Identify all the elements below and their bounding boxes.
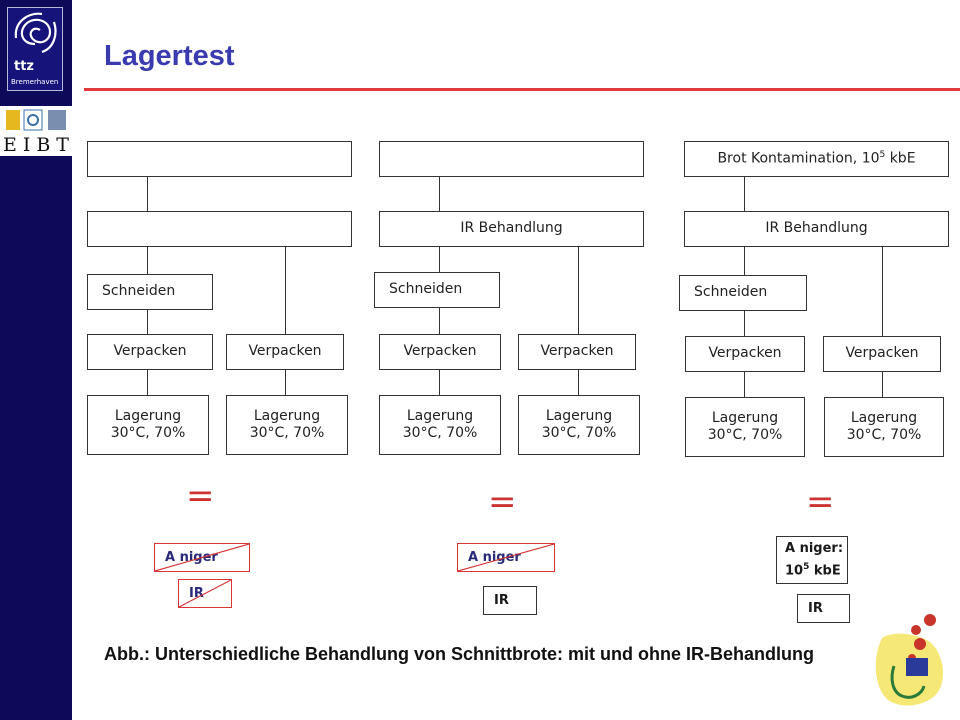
cross-out-icon xyxy=(458,544,554,571)
storage-box-right: Lagerung 30°C, 70% xyxy=(824,397,944,457)
storage-box-right: Lagerung 30°C, 70% xyxy=(226,395,348,455)
sidebar: ttz Bremerhaven E I B T xyxy=(0,0,72,720)
cut-box: Schneiden xyxy=(679,275,807,311)
cross-out-icon xyxy=(155,544,249,571)
connector-line xyxy=(147,370,148,396)
organism-label: A niger xyxy=(165,550,218,565)
pack-box-left: Verpacken xyxy=(685,336,805,372)
organism-dose-tag: A niger: 105 kbE xyxy=(776,536,848,584)
svg-text:Bremerhaven: Bremerhaven xyxy=(11,78,58,86)
pack-box-right: Verpacken xyxy=(823,336,941,372)
ir-label: IR xyxy=(808,601,823,616)
connector-line xyxy=(744,372,745,398)
connector-line xyxy=(147,177,148,212)
connector-line xyxy=(744,177,745,212)
dose-label: 105 kbE xyxy=(785,562,841,579)
pack-box-right: Verpacken xyxy=(518,334,636,370)
equals-sign: = xyxy=(186,476,215,516)
contamination-box: Brot Kontamination, 105 kbE xyxy=(684,141,949,177)
eibt-letter: I xyxy=(22,134,31,156)
organism-label: A niger: xyxy=(785,541,844,557)
storage-box-left: Lagerung 30°C, 70% xyxy=(87,395,209,455)
ir-label: IR xyxy=(494,593,509,608)
sample-box xyxy=(379,141,644,177)
treatment-box xyxy=(87,211,352,247)
eibt-letter: E xyxy=(2,134,17,156)
equals-sign: = xyxy=(488,482,517,522)
svg-text:ttz: ttz xyxy=(14,59,34,74)
connector-line xyxy=(882,372,883,398)
ttz-logo: ttz Bremerhaven xyxy=(7,7,63,91)
connector-line xyxy=(439,308,440,335)
connector-line xyxy=(744,311,745,337)
equals-sign: = xyxy=(806,482,835,522)
connector-line xyxy=(578,247,579,335)
connector-line xyxy=(744,247,745,275)
page-title: Lagertest xyxy=(104,40,235,72)
ir-tag: IR xyxy=(483,586,537,615)
eibt-letter: T xyxy=(56,134,69,156)
pack-box-right: Verpacken xyxy=(226,334,344,370)
ir-tag-crossed: IR xyxy=(178,579,232,608)
organism-tag-crossed: A niger xyxy=(457,543,555,572)
eibt-letter: B xyxy=(36,134,51,156)
eibt-logo: E I B T xyxy=(0,106,72,156)
storage-box-right: Lagerung 30°C, 70% xyxy=(518,395,640,455)
pack-box-left: Verpacken xyxy=(379,334,501,370)
organism-tag-crossed: A niger xyxy=(154,543,250,572)
cross-out-icon xyxy=(179,580,231,607)
title-divider xyxy=(84,88,960,91)
cut-box: Schneiden xyxy=(374,272,500,308)
ir-tag: IR xyxy=(797,594,850,623)
connector-line xyxy=(147,247,148,275)
cut-box: Schneiden xyxy=(87,274,213,310)
organism-label: A niger xyxy=(468,550,521,565)
connector-line xyxy=(285,370,286,396)
treatment-box: IR Behandlung xyxy=(379,211,644,247)
pack-box-left: Verpacken xyxy=(87,334,213,370)
storage-box-left: Lagerung 30°C, 70% xyxy=(379,395,501,455)
corner-figure-logo xyxy=(875,614,944,706)
ir-label: IR xyxy=(189,586,204,601)
contamination-label: Brot Kontamination, 105 kbE xyxy=(717,149,916,167)
connector-line xyxy=(285,247,286,335)
storage-box-left: Lagerung 30°C, 70% xyxy=(685,397,805,457)
figure-caption: Abb.: Unterschiedliche Behandlung von Sc… xyxy=(104,644,814,664)
connector-line xyxy=(439,370,440,396)
connector-line xyxy=(882,247,883,337)
sample-box xyxy=(87,141,352,177)
connector-line xyxy=(439,177,440,212)
connector-line xyxy=(578,370,579,396)
treatment-box: IR Behandlung xyxy=(684,211,949,247)
connector-line xyxy=(147,310,148,335)
connector-line xyxy=(439,247,440,275)
